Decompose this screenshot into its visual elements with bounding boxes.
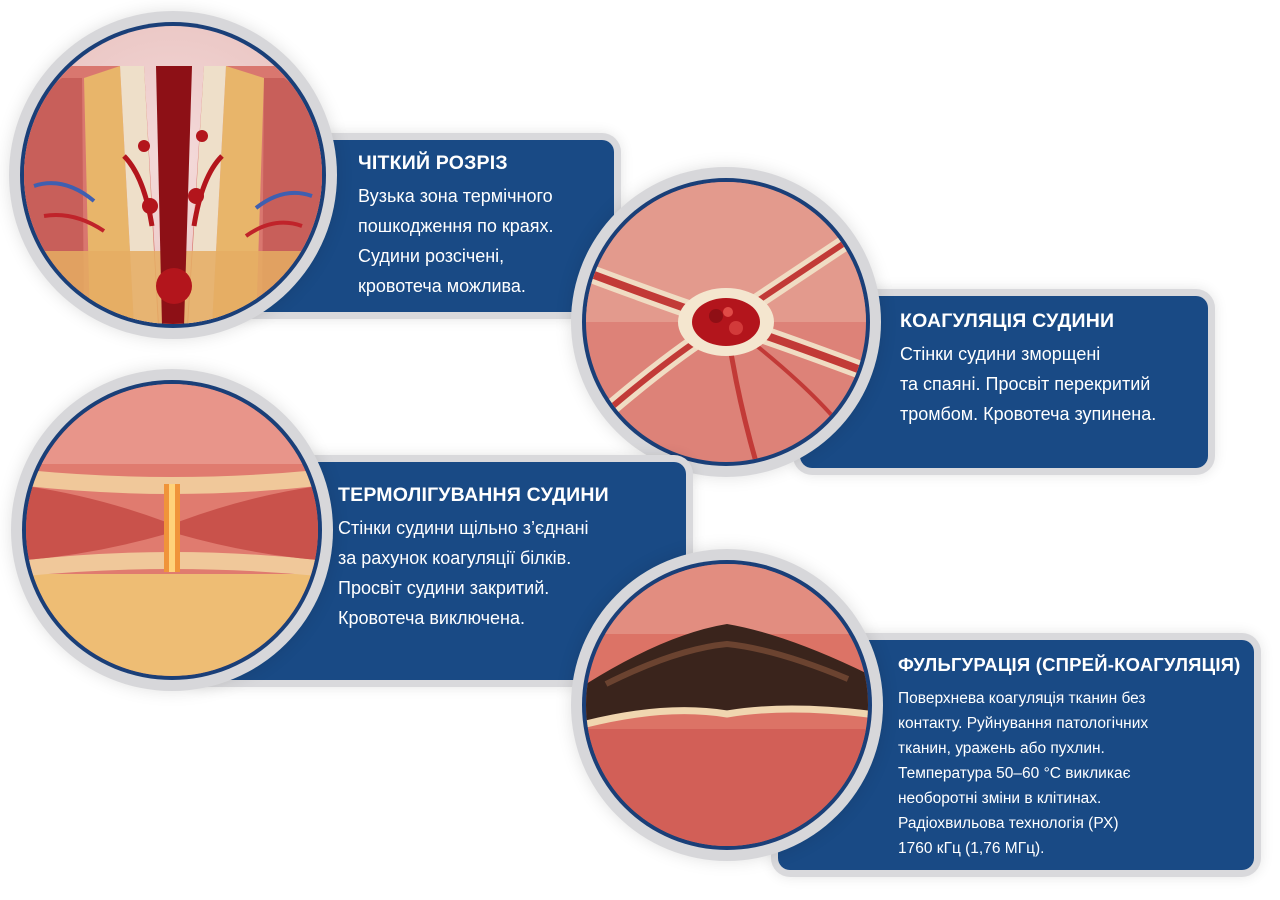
panel-description: Поверхнева коагуляція тканин без контакт…	[898, 690, 1149, 857]
panel-description: Стінки судини щільно з’єднані за рахунок…	[338, 518, 589, 628]
coagulated-vessel-image	[586, 182, 866, 462]
thermo-ligated-vessel-image	[26, 384, 318, 676]
fulguration-illustration	[582, 560, 872, 850]
panel-title: КОАГУЛЯЦІЯ СУДИНИ	[900, 310, 1115, 332]
panel-title: ЧІТКИЙ РОЗРІЗ	[358, 152, 508, 174]
panel-title: ФУЛЬГУРАЦІЯ (СПРЕЙ-КОАГУЛЯЦІЯ)	[898, 654, 1241, 675]
incision-illustration	[20, 22, 326, 328]
panel-description: Вузька зона термічного пошкодження по кр…	[358, 186, 554, 296]
panel-fulguration: ФУЛЬГУРАЦІЯ (СПРЕЙ-КОАГУЛЯЦІЯ) Поверхнев…	[778, 640, 1254, 870]
panel-description: Стінки судини зморщені та спаяні. Просві…	[900, 344, 1157, 424]
coagulation-illustration	[582, 178, 870, 466]
panel-title: ТЕРМОЛІГУВАННЯ СУДИНИ	[338, 484, 609, 506]
incision-cross-section-image	[24, 26, 322, 324]
panel-clean-incision: ЧІТКИЙ РОЗРІЗ Вузька зона термічного пош…	[228, 140, 614, 312]
fulguration-surface-image	[586, 564, 868, 846]
thermo-ligation-illustration	[22, 380, 322, 680]
